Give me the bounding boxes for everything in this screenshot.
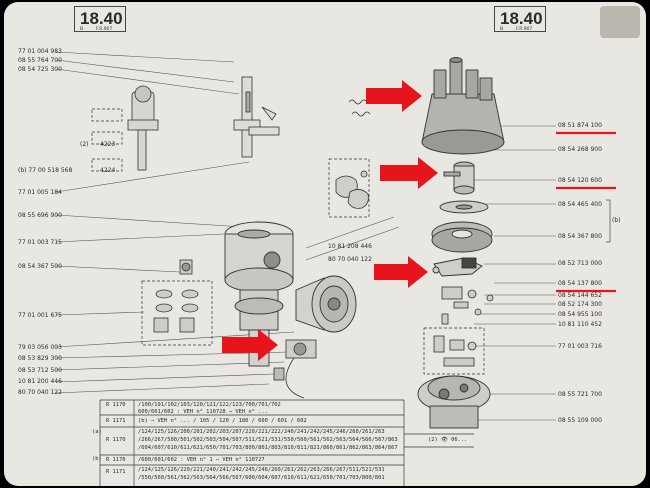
section-sub: B bbox=[500, 27, 504, 32]
variant-table bbox=[99, 399, 474, 486]
part-ref-box: 4224 bbox=[100, 167, 116, 174]
part-ref: 08 53 829 300 bbox=[18, 355, 62, 362]
table-row-label: R 1171 bbox=[106, 418, 126, 424]
part-ref: 08 54 144 652 bbox=[558, 292, 602, 299]
table-marker: (a) bbox=[92, 429, 102, 435]
part-ref: 10 81 200 446 bbox=[18, 378, 62, 385]
table-row-label: R 1170 bbox=[106, 437, 126, 443]
table-marker: (b) bbox=[92, 456, 102, 462]
table-row-text: /550/560/561/562/563/564/566/567/600/604… bbox=[138, 475, 385, 481]
section-number: 18.40 bbox=[500, 9, 543, 28]
brand-logo bbox=[600, 6, 640, 38]
distributor-small-drawing bbox=[127, 85, 159, 171]
part-ref: 08 54 955 100 bbox=[558, 311, 602, 318]
part-ref: 08 55 721 700 bbox=[558, 391, 602, 398]
part-ref-highlighted: 08 54 137 800 bbox=[558, 280, 602, 287]
table-row-label: R 1171 bbox=[106, 469, 126, 475]
table-row-text: /100/191/102/103/120/121/122/123/700/701… bbox=[138, 402, 281, 408]
part-ref-highlighted: 08 54 120 600 bbox=[558, 177, 602, 184]
distributor-body-drawing bbox=[224, 221, 294, 367]
part-ref: 08 54 268 900 bbox=[558, 146, 602, 153]
part-ref: 77 01 005 184 bbox=[18, 189, 62, 196]
table-row-text: /604/607/610/611/621/650/701/703/800/801… bbox=[138, 445, 398, 451]
part-ref: 77 01 003 715 bbox=[18, 239, 62, 246]
table-row-text: 600/601/602 : VEH n° 110728 ⇨ VEH n° ... bbox=[138, 409, 268, 415]
part-ref: 08 54 465 400 bbox=[558, 201, 602, 208]
part-ref: 08 53 712 500 bbox=[18, 367, 62, 374]
section-number: 18.40 bbox=[80, 9, 123, 28]
section-header-left: 18.40 bbox=[74, 6, 126, 32]
distributor-cap-drawing bbox=[421, 57, 505, 155]
part-ref: 77 01 003 716 bbox=[558, 343, 602, 350]
table-row-text: /600/601/602 : VEH n° 1 ⇨ VEH n° 110727 bbox=[138, 457, 265, 463]
exploded-diagram bbox=[55, 51, 616, 486]
part-ref-highlighted: 08 51 874 100 bbox=[558, 122, 602, 129]
part-ref: 08 55 696 900 bbox=[18, 212, 62, 219]
variant-marker: (b) bbox=[612, 217, 621, 224]
table-row-label: R 1170 bbox=[106, 402, 126, 408]
table-footer: (2) 👁 06... bbox=[428, 437, 468, 443]
table-row-text: /124/125/126/220/221/240/241/242/245/246… bbox=[138, 467, 385, 473]
table-row-text: (b) ⇨ VEH n° ... / 105 / 120 / 180 / 600… bbox=[138, 418, 307, 424]
table-row-text: /124/125/126/200/201/202/203/207/220/221… bbox=[138, 429, 385, 435]
part-ref: 80 70 040 122 bbox=[18, 389, 62, 396]
box-label: (2) bbox=[80, 141, 89, 148]
part-ref: 77 01 001 675 bbox=[18, 312, 62, 319]
table-row-text: /266/267/500/501/502/503/504/507/511/521… bbox=[138, 437, 398, 443]
highlight-arrows bbox=[222, 80, 438, 361]
arrow-cap bbox=[366, 80, 422, 112]
table-row-label: R 1170 bbox=[106, 457, 126, 463]
part-ref-box: 4223 bbox=[100, 141, 116, 148]
part-ref: 08 55 109 000 bbox=[558, 417, 602, 424]
part-ref: 08 55 764 700 bbox=[18, 57, 62, 64]
rotor-drawing bbox=[443, 161, 475, 195]
catalog-page: 18.40 B F.R.907 18.40 B F.R.907 bbox=[4, 2, 646, 486]
part-ref: 77 01 004 983 bbox=[18, 48, 62, 55]
arrow-condenser bbox=[222, 329, 278, 361]
arrow-contacts bbox=[374, 256, 428, 288]
part-ref: 08 54 367 800 bbox=[558, 233, 602, 240]
section-sub: B bbox=[80, 27, 84, 32]
part-ref: 08 54 725 300 bbox=[18, 66, 62, 73]
part-ref: 80 70 040 122 bbox=[328, 256, 372, 263]
section-code: F.R.907 bbox=[516, 27, 533, 32]
shaft-drawing bbox=[233, 76, 280, 158]
part-ref: 08 52 174 300 bbox=[558, 301, 602, 308]
part-ref: (b) 77 00 518 568 bbox=[18, 167, 73, 174]
contact-set-drawing bbox=[432, 257, 483, 277]
part-ref: 08 54 367 500 bbox=[18, 263, 62, 270]
section-header-right: 18.40 bbox=[494, 6, 546, 32]
section-code: F.R.907 bbox=[96, 27, 113, 32]
highlight-underlines bbox=[556, 131, 616, 293]
part-ref: 08 52 713 000 bbox=[558, 260, 602, 267]
condenser-drawing bbox=[273, 339, 317, 399]
part-ref: 10 81 208 446 bbox=[328, 243, 372, 250]
vacuum-unit-drawing bbox=[295, 275, 357, 333]
part-ref: 10 81 110 452 bbox=[558, 321, 602, 328]
breaker-plate-drawing bbox=[431, 221, 493, 253]
arrow-rotor bbox=[380, 157, 438, 189]
distributor-base-drawing bbox=[417, 375, 491, 429]
part-ref: 79 03 056 003 bbox=[18, 344, 62, 351]
